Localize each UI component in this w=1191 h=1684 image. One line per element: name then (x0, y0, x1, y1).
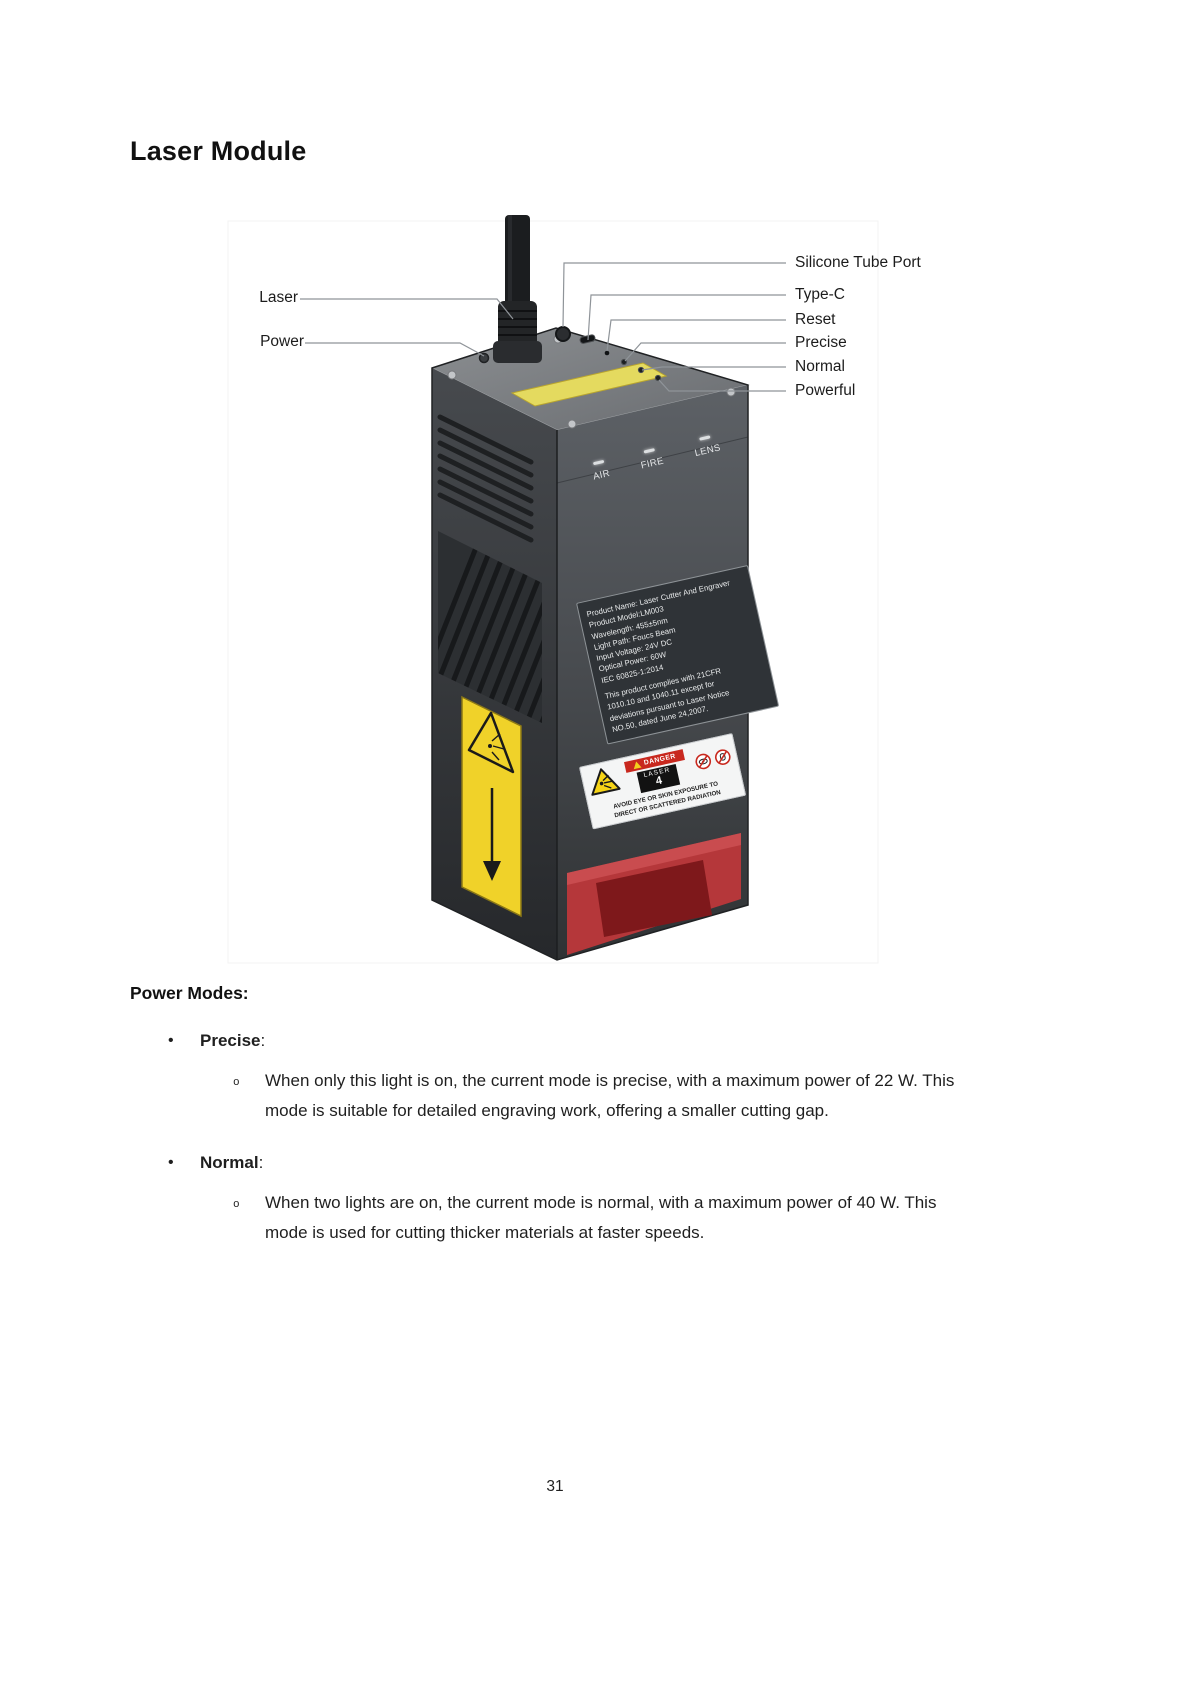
mode-name-colon: : (260, 1031, 266, 1050)
laser-window (567, 833, 741, 955)
top-warning-label (510, 362, 668, 407)
callout-precise: Precise (795, 334, 847, 351)
bullet-icon: • (168, 1032, 174, 1049)
figure-frame (227, 220, 879, 964)
callout-power: Power (260, 333, 304, 350)
no-skin-exposure-icon (714, 749, 731, 765)
mode-name: Precise (200, 1031, 261, 1050)
mode-description-precise: o When only this light is on, the curren… (130, 1066, 980, 1126)
page-title: Laser Module (130, 136, 307, 166)
mode-description-text: When two lights are on, the current mode… (265, 1193, 937, 1242)
sub-bullet-icon: o (233, 1199, 240, 1211)
callout-silicone-tube-port: Silicone Tube Port (795, 254, 921, 271)
power-modes-section: Power Modes: • Precise: o When only this… (130, 982, 980, 1248)
mode-name-colon: : (258, 1153, 264, 1172)
mode-item-normal: • Normal: (130, 1152, 980, 1174)
callout-normal: Normal (795, 358, 845, 375)
page-number: 31 (546, 1478, 564, 1495)
laser-cable (493, 215, 542, 363)
laser-warning-triangle-icon (591, 768, 621, 796)
air-indicator: AIR (590, 459, 611, 482)
prohibition-icons (691, 739, 733, 771)
powerful-led (654, 374, 662, 382)
mode-item-precise: • Precise: (130, 1030, 980, 1052)
side-vent-slats (437, 414, 534, 543)
silicone-tube-port (555, 326, 571, 342)
callout-powerful: Powerful (795, 382, 856, 399)
callout-reset: Reset (795, 311, 836, 328)
laser-module-illustration (227, 215, 879, 964)
callout-laser: Laser (259, 289, 298, 306)
no-eye-exposure-icon (695, 753, 712, 770)
bullet-icon: • (168, 1154, 174, 1171)
sub-bullet-icon: o (233, 1077, 240, 1089)
section-title: Power Modes: (130, 983, 249, 1003)
mode-description-text: When only this light is on, the current … (265, 1071, 955, 1120)
power-button (478, 352, 490, 364)
mode-description-normal: o When two lights are on, the current mo… (130, 1188, 980, 1248)
side-warning-sticker (461, 695, 522, 918)
callout-type-c: Type-C (795, 286, 845, 303)
laser-module-figure: AIR FIRE LENS Product Name: Laser Cutter… (0, 215, 1191, 970)
callout-leader-lines (300, 262, 786, 392)
mode-name: Normal (200, 1153, 259, 1172)
warning-triangle-icon (632, 760, 642, 770)
danger-label: DANGER LASER 4 (579, 733, 747, 830)
reset-hole (604, 350, 610, 356)
